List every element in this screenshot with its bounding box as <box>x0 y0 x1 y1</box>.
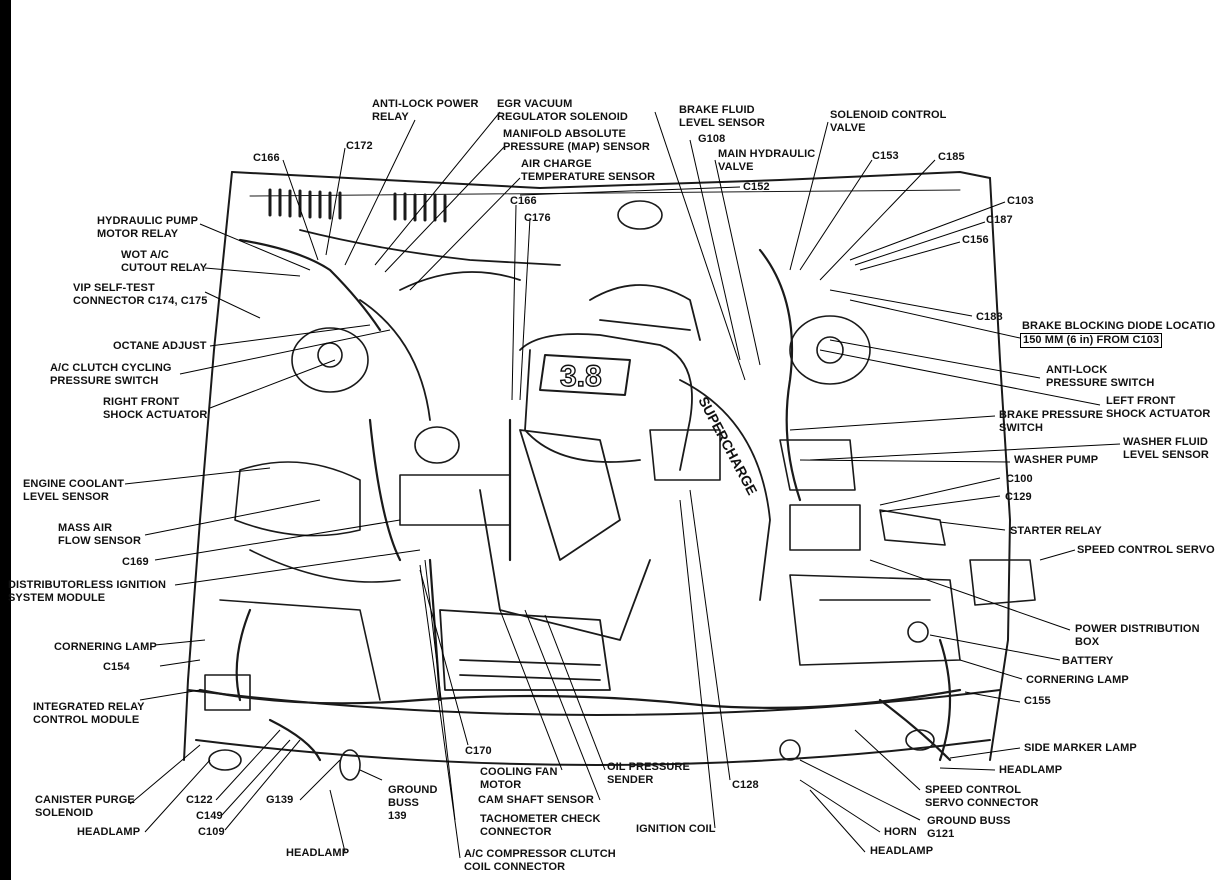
label-c154: C154 <box>103 661 130 673</box>
label-brake-fluid-level-sensor: BRAKE FLUID LEVEL SENSOR <box>679 104 765 129</box>
label-air-charge-temp-sensor: AIR CHARGE TEMPERATURE SENSOR <box>521 158 656 183</box>
shock-towers <box>291 200 871 393</box>
label-speed-control-servo: SPEED CONTROL SERVO <box>1077 544 1215 556</box>
cowl-vents <box>268 188 447 223</box>
label-headlamp-right-upper: HEADLAMP <box>999 764 1063 776</box>
label-c149: C149 <box>196 810 223 822</box>
label-c128: C128 <box>732 779 759 791</box>
label-horn: HORN <box>884 826 917 838</box>
label-c156: C156 <box>962 234 989 246</box>
label-ac-clutch-cycling: A/C CLUTCH CYCLING PRESSURE SWITCH <box>50 362 172 387</box>
label-brake-blocking-diode-box: 150 MM (6 in) FROM C103 <box>1020 333 1163 348</box>
label-c103: C103 <box>1007 195 1034 207</box>
label-c109: C109 <box>198 826 225 838</box>
label-right-front-shock: RIGHT FRONT SHOCK ACTUATOR <box>103 396 208 421</box>
engine-emblem <box>539 354 631 396</box>
label-starter-relay: STARTER RELAY <box>1010 525 1102 537</box>
label-brake-blocking-diode-title: BRAKE BLOCKING DIODE LOCATION <box>1022 320 1216 332</box>
label-c170: C170 <box>465 745 492 757</box>
label-solenoid-control-valve: SOLENOID CONTROL VALVE <box>830 109 947 134</box>
label-c166-top: C166 <box>253 152 280 164</box>
label-c176: C176 <box>524 212 551 224</box>
label-integrated-relay-control-module: INTEGRATED RELAY CONTROL MODULE <box>33 701 145 726</box>
label-power-distribution-box: POWER DISTRIBUTION BOX <box>1075 623 1200 648</box>
label-left-front-shock: LEFT FRONT SHOCK ACTUATOR <box>1106 395 1211 420</box>
label-c152: C152 <box>743 181 770 193</box>
label-headlamp-right-bottom: HEADLAMP <box>870 845 934 857</box>
emblem-text: 3.8 <box>560 360 602 393</box>
label-battery: BATTERY <box>1062 655 1114 667</box>
label-washer-fluid-level-sensor: WASHER FLUID LEVEL SENSOR <box>1123 436 1209 461</box>
label-c172: C172 <box>346 140 373 152</box>
label-g108: G108 <box>698 133 726 145</box>
label-headlamp-left-bottom: HEADLAMP <box>77 826 141 838</box>
label-vip-self-test: VIP SELF-TEST CONNECTOR C174, C175 <box>73 282 208 307</box>
label-mass-air-flow-sensor: MASS AIR FLOW SENSOR <box>58 522 141 547</box>
label-dis-module: DISTRIBUTORLESS IGNITION SYSTEM MODULE <box>8 579 167 604</box>
label-wot-ac-cutout-relay: WOT A/C CUTOUT RELAY <box>121 249 208 274</box>
label-c166-mid: C166 <box>510 195 537 207</box>
wiring-harness <box>198 238 962 762</box>
engine <box>299 229 771 691</box>
label-washer-pump: WASHER PUMP <box>1014 454 1099 466</box>
label-c153: C153 <box>872 150 899 162</box>
label-canister-purge-solenoid: CANISTER PURGE SOLENOID <box>35 794 135 819</box>
body-outline <box>183 171 1011 766</box>
label-anti-lock-pressure-switch: ANTI-LOCK PRESSURE SWITCH <box>1046 364 1155 389</box>
label-g139: G139 <box>266 794 294 806</box>
label-c187: C187 <box>986 214 1013 226</box>
label-octane-adjust: OCTANE ADJUST <box>113 340 207 352</box>
label-tachometer-check-connector: TACHOMETER CHECK CONNECTOR <box>480 813 601 838</box>
label-ac-compressor-clutch-coil: A/C COMPRESSOR CLUTCH COIL CONNECTOR <box>464 848 616 873</box>
right-components <box>649 429 1036 666</box>
label-c122: C122 <box>186 794 213 806</box>
label-cornering-lamp-right: CORNERING LAMP <box>1026 674 1129 686</box>
label-ignition-coil: IGNITION COIL <box>636 823 716 835</box>
left-border-bar <box>0 0 11 880</box>
label-headlamp-center-bottom: HEADLAMP <box>286 847 350 859</box>
label-hydraulic-pump-motor-relay: HYDRAULIC PUMP MOTOR RELAY <box>97 215 199 240</box>
label-cooling-fan-motor: COOLING FAN MOTOR <box>480 766 558 791</box>
label-anti-lock-power-relay: ANTI-LOCK POWER RELAY <box>372 98 479 123</box>
label-map-sensor: MANIFOLD ABSOLUTE PRESSURE (MAP) SENSOR <box>503 128 650 153</box>
front-components <box>204 674 935 781</box>
label-c155: C155 <box>1024 695 1051 707</box>
leader-lines <box>124 111 1121 859</box>
label-engine-coolant-level-sensor: ENGINE COOLANT LEVEL SENSOR <box>23 478 125 503</box>
label-main-hydraulic-valve: MAIN HYDRAULIC VALVE <box>718 148 816 173</box>
label-oil-pressure-sender: OIL PRESSURE SENDER <box>607 761 690 786</box>
label-speed-control-servo-connector: SPEED CONTROL SERVO CONNECTOR <box>925 784 1039 809</box>
label-cam-shaft-sensor: CAM SHAFT SENSOR <box>478 794 594 806</box>
label-c188: C188 <box>976 311 1003 323</box>
label-cornering-lamp-left: CORNERING LAMP <box>54 641 157 653</box>
label-side-marker-lamp: SIDE MARKER LAMP <box>1024 742 1137 754</box>
label-egr-vacuum-solenoid: EGR VACUUM REGULATOR SOLENOID <box>497 98 628 123</box>
label-c185: C185 <box>938 151 965 163</box>
label-c169: C169 <box>122 556 149 568</box>
label-c129: C129 <box>1005 491 1032 503</box>
supercharge-text: SUPERCHARGE <box>695 394 760 498</box>
label-brake-pressure-switch: BRAKE PRESSURE SWITCH <box>999 409 1104 434</box>
label-ground-buss-139: GROUND BUSS 139 <box>388 784 438 822</box>
air-intake <box>219 426 511 701</box>
label-c100: C100 <box>1006 473 1033 485</box>
label-ground-buss-g121: GROUND BUSS G121 <box>927 815 1011 840</box>
